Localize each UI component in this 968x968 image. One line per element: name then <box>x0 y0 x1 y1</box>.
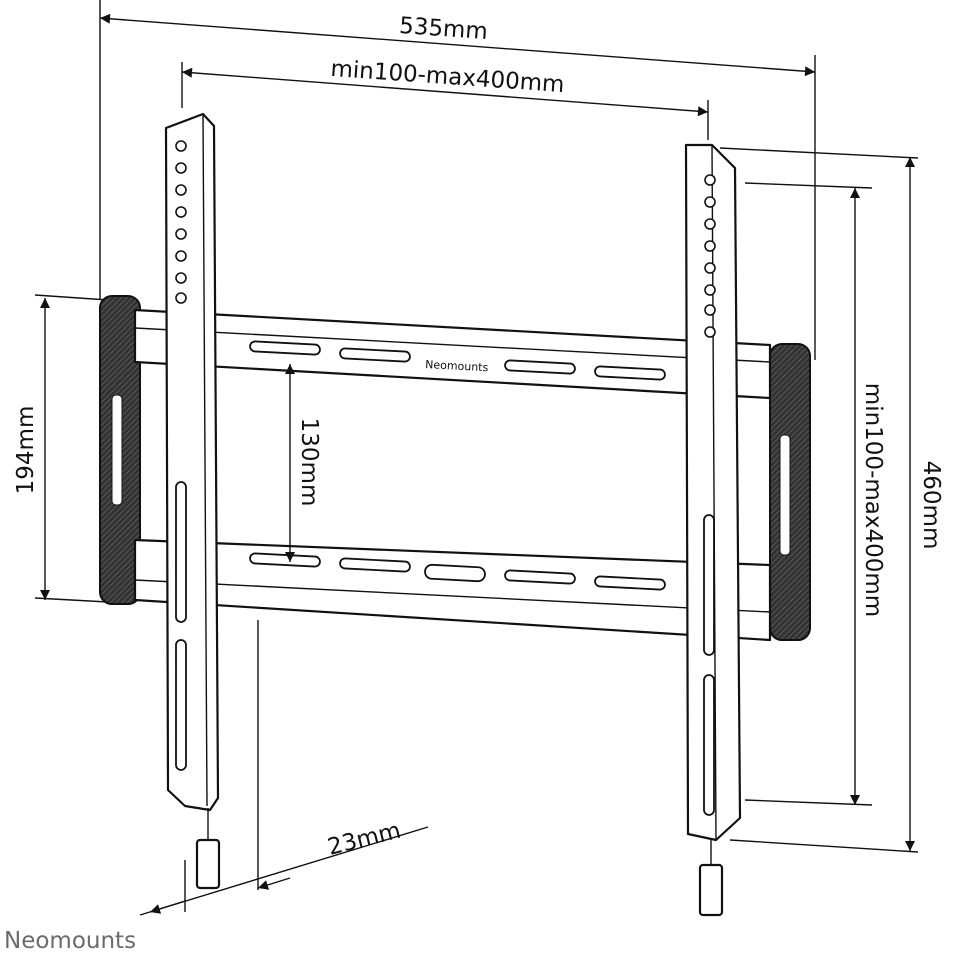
overall-height-label: 460mm <box>918 461 944 550</box>
left-tv-bracket-arm <box>164 112 220 812</box>
right-tv-bracket-arm <box>684 143 742 842</box>
bottom-rail <box>133 538 772 642</box>
vertical-pattern-label: min100-max400mm <box>860 383 886 617</box>
overall-width-label: 535mm <box>398 13 488 45</box>
top-rail: Neomounts <box>133 308 772 400</box>
spacer-height-label: 194mm <box>13 406 39 495</box>
left-wall-spacer <box>99 295 141 605</box>
wall-distance-label: 23mm <box>325 818 403 861</box>
overall-width-dimension-line <box>99 13 816 77</box>
right-wall-spacer <box>769 343 811 641</box>
right-safety-lock <box>698 838 724 917</box>
bracket-brand-label: Neomounts <box>425 358 489 374</box>
rail-slots <box>249 340 666 381</box>
rail-spacing-label: 130mm <box>296 418 322 507</box>
brand-logo: Neomounts <box>4 928 136 954</box>
wall-distance-dimension-line <box>139 826 429 916</box>
left-safety-lock <box>195 808 221 890</box>
horizontal-pattern-dimension-line <box>181 67 709 117</box>
